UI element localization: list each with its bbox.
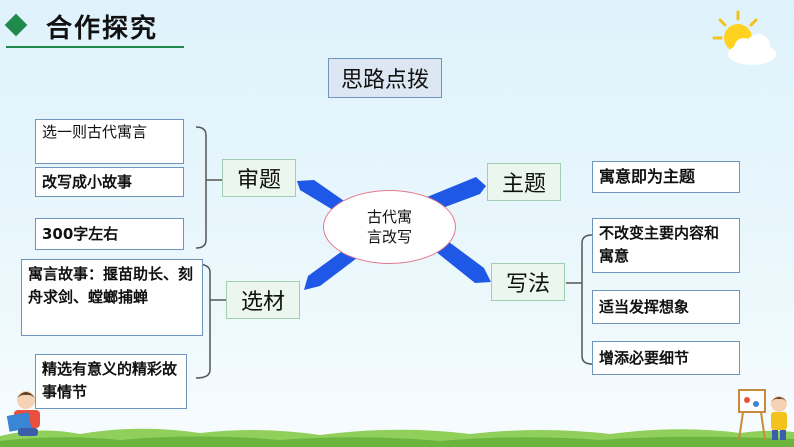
xiefa-brace	[581, 234, 593, 365]
sun-cloud-icon	[712, 10, 776, 65]
center-text-line2: 言改写	[366, 228, 412, 246]
kid-reading-icon	[6, 391, 40, 436]
branch-xiefa: 写法	[491, 263, 565, 301]
branch-shenti-label: 审题	[236, 168, 281, 193]
xiefa-item-1: 不改变主要内容和寓意	[592, 218, 740, 273]
shenti-brace	[195, 126, 207, 249]
center-node: 古代寓 言改写	[323, 190, 456, 264]
shenti-item-2-text: 改写成小故事	[42, 173, 133, 191]
xiefa-item-1-text: 不改变主要内容和寓意	[599, 224, 720, 265]
section-title: 合作探究	[46, 14, 159, 44]
zhuti-item-1: 寓意即为主题	[592, 161, 740, 193]
xuancai-item-2-text: 精选有意义的精彩故事情节	[42, 360, 178, 401]
shenti-item-3-text: 300字左右	[42, 225, 119, 243]
xiefa-item-3-text: 增添必要细节	[599, 349, 690, 367]
title-box-label: 思路点拨	[340, 68, 429, 93]
branch-xiefa-label: 写法	[505, 272, 550, 297]
branch-zhuti-label: 主题	[501, 172, 546, 197]
xiefa-item-2: 适当发挥想象	[592, 290, 740, 324]
grass-decoration	[0, 428, 794, 447]
branch-xuancai: 选材	[226, 281, 300, 319]
xuancai-brace	[195, 263, 211, 379]
shenti-item-1-text: 选一则古代寓言	[42, 123, 148, 141]
xiefa-item-2-text: 适当发挥想象	[599, 298, 690, 316]
branch-shenti: 审题	[222, 159, 296, 197]
arrow-to-xuancai	[304, 249, 357, 290]
xiefa-item-3: 增添必要细节	[592, 341, 740, 375]
kid-painting-icon	[738, 389, 787, 441]
xuancai-item-1-text: 寓言故事：揠苗助长、刻舟求剑、螳螂捕蝉	[28, 265, 194, 306]
title-box: 思路点拨	[328, 58, 442, 98]
arrow-to-xiefa	[435, 242, 491, 283]
arrow-to-zhuti	[427, 177, 486, 210]
branch-zhuti: 主题	[487, 163, 561, 201]
zhuti-item-1-text: 寓意即为主题	[599, 167, 696, 186]
xuancai-item-1: 寓言故事：揠苗助长、刻舟求剑、螳螂捕蝉	[21, 259, 203, 336]
shenti-item-2: 改写成小故事	[35, 167, 184, 197]
xuancai-item-2: 精选有意义的精彩故事情节	[35, 354, 187, 409]
branch-xuancai-label: 选材	[240, 290, 285, 315]
shenti-item-3: 300字左右	[35, 218, 184, 250]
section-header: 合作探究	[4, 6, 184, 48]
shenti-item-1: 选一则古代寓言	[35, 119, 184, 164]
header-underline	[6, 46, 184, 48]
center-text-line1: 古代寓	[366, 208, 412, 226]
